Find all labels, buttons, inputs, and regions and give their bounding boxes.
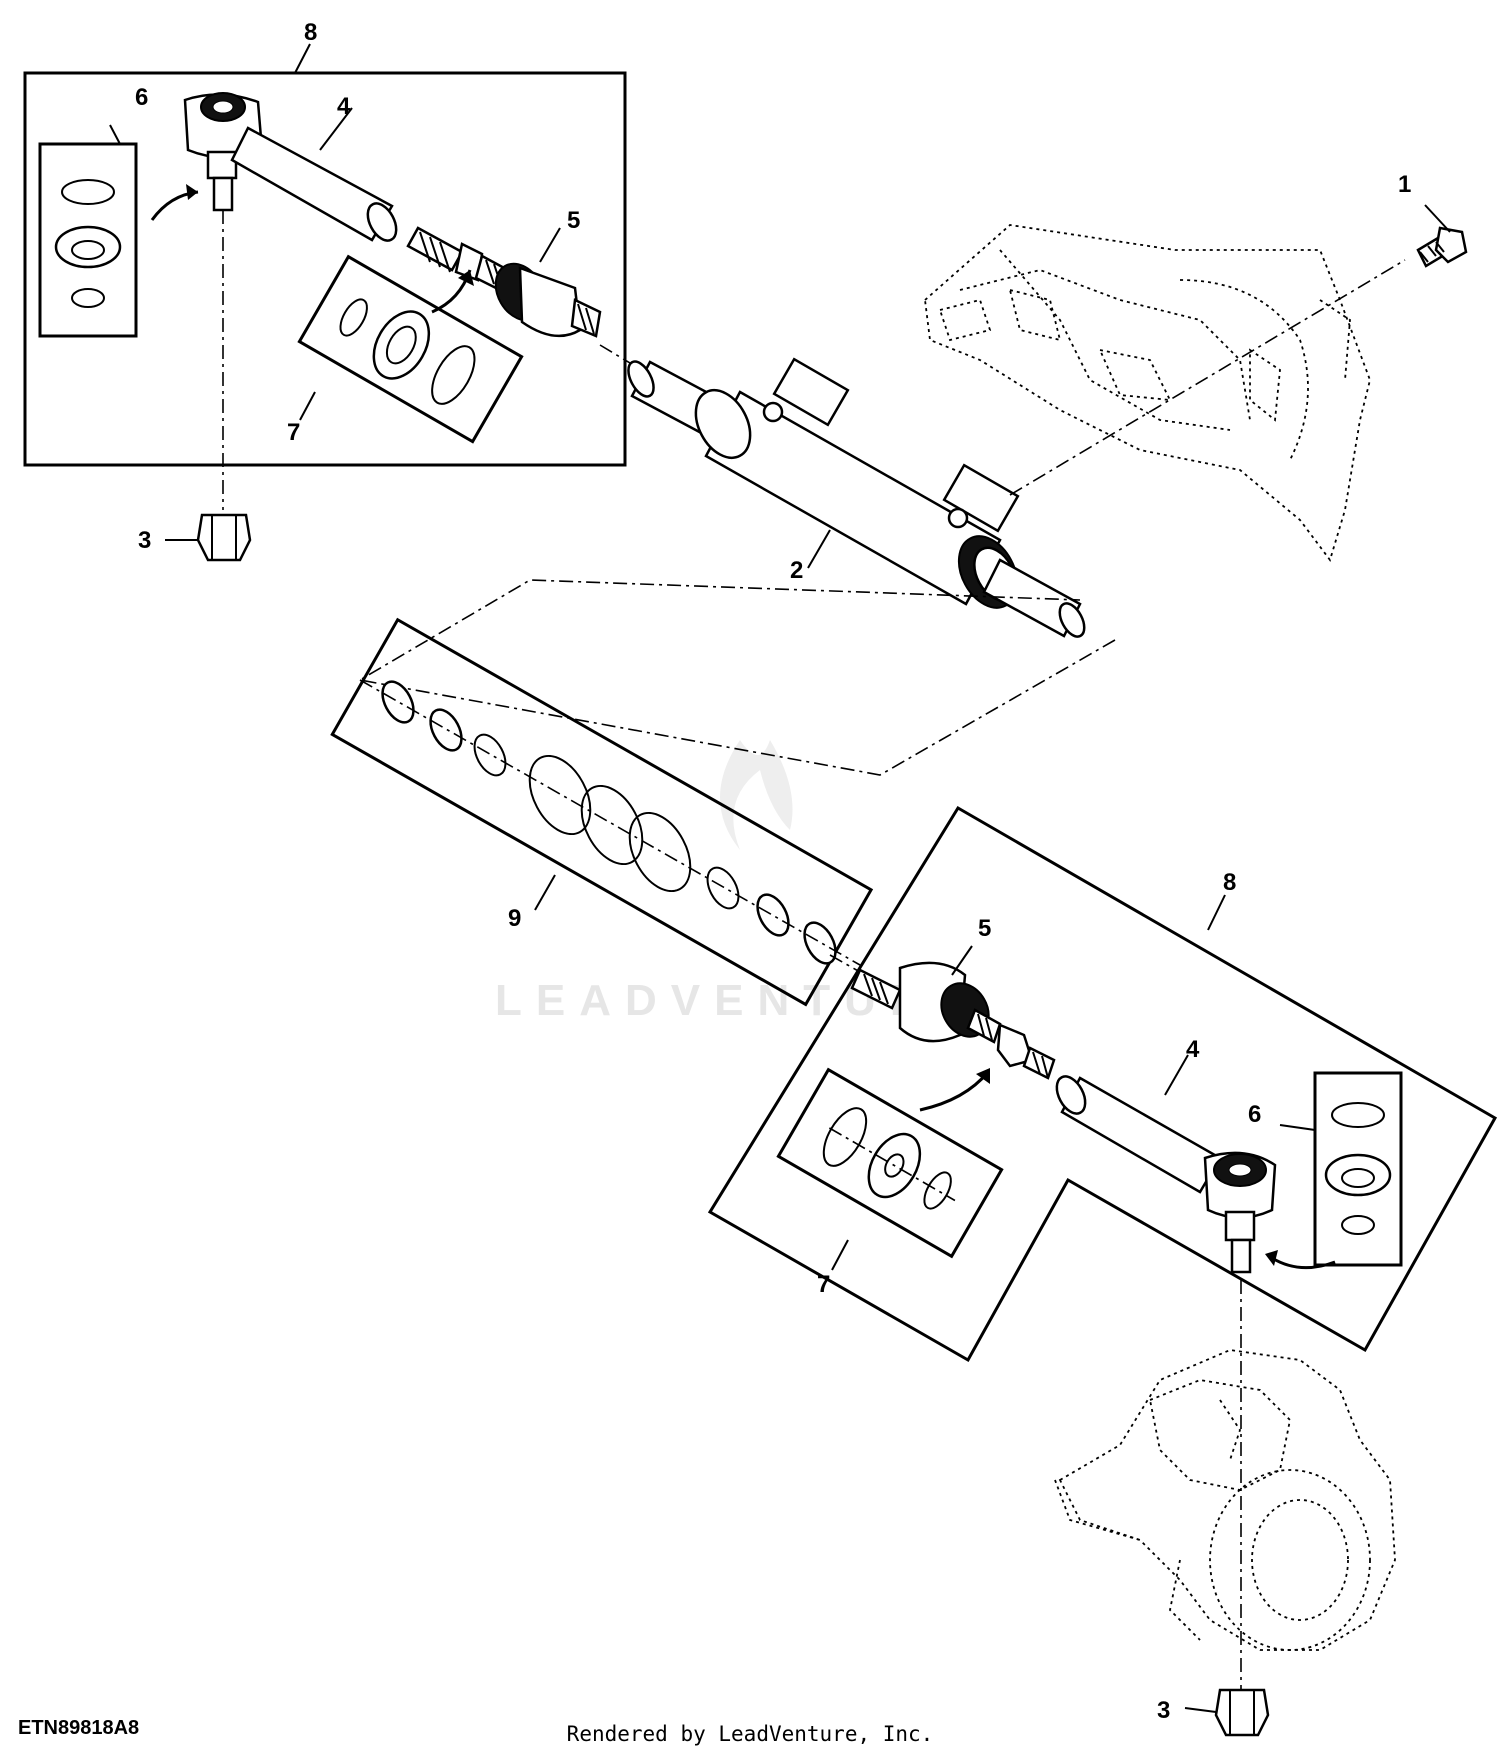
steering-knuckle-outline [1054, 1349, 1396, 1651]
callout-6-lower: 6 [1248, 1101, 1261, 1128]
callout-8-upper: 8 [304, 19, 317, 46]
render-credit: Rendered by LeadVenture, Inc. [566, 1722, 934, 1746]
lower-item6-box [1313, 1071, 1403, 1267]
callout-8-lower: 8 [1223, 869, 1236, 896]
upper-item6-box [38, 142, 138, 338]
callout-labels: 1 2 3 3 4 4 5 5 6 6 7 7 8 8 9 [135, 19, 1411, 1724]
lower-ball-joint [1203, 1151, 1277, 1274]
steering-cylinder [599, 259, 1406, 638]
seal-kit-reference-outline [357, 579, 1116, 776]
callout-4-lower: 4 [1186, 1036, 1200, 1063]
axle-housing-outline [924, 224, 1371, 562]
lower-kit-box [707, 805, 1498, 1363]
upper-ball-socket [494, 262, 602, 338]
upper-tie-rod-assembly [23, 43, 627, 467]
callout-3-upper: 3 [138, 527, 151, 554]
seal-kit-box [330, 617, 874, 1007]
lower-tie-rod-assembly [707, 805, 1498, 1363]
callout-7-lower: 7 [817, 1271, 830, 1298]
callout-3-lower: 3 [1157, 1697, 1170, 1724]
upper-item7-box [297, 254, 524, 444]
callout-5-lower: 5 [978, 915, 991, 942]
lower-lock-nut [1184, 1688, 1270, 1737]
callout-4-upper: 4 [337, 93, 351, 120]
upper-lock-nut [165, 513, 252, 562]
callout-9: 9 [508, 905, 521, 932]
mounting-bolt [1416, 204, 1468, 268]
callout-1: 1 [1398, 171, 1411, 198]
upper-kit-box [23, 71, 627, 467]
callout-2: 2 [790, 557, 803, 584]
lower-tie-rod-tube [1060, 1076, 1222, 1194]
upper-threaded-stud [406, 226, 510, 292]
lower-item7-box [776, 1067, 1004, 1259]
watermark-flame-icon [720, 740, 793, 850]
upper-tie-rod-tube [230, 126, 394, 242]
figure-id: ETN89818A8 [18, 1717, 140, 1739]
seal-kit [330, 617, 874, 1007]
seal-rings [359, 679, 861, 966]
callout-7-upper: 7 [287, 419, 300, 446]
callout-6-upper: 6 [135, 84, 148, 111]
callout-5-upper: 5 [567, 207, 580, 234]
lower-threaded-stud [850, 961, 1056, 1080]
